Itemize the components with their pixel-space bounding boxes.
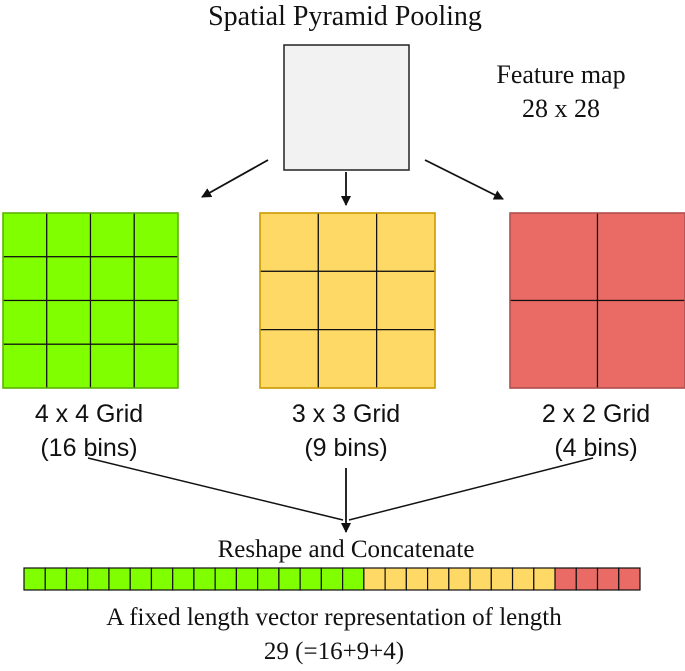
grid-4x4 bbox=[2, 212, 179, 389]
caption-line-1: A fixed length vector representation of … bbox=[106, 604, 562, 631]
vector-cell bbox=[87, 567, 110, 591]
grid-bin bbox=[259, 270, 319, 331]
grid-4x4-bins-label: (16 bins) bbox=[40, 434, 137, 462]
grid-3x3-bins-label: (9 bins) bbox=[304, 434, 387, 462]
vector-cell bbox=[384, 567, 407, 591]
vector-cell bbox=[575, 567, 599, 591]
vector-cell bbox=[108, 567, 131, 591]
grid-bin bbox=[89, 256, 135, 302]
vector-cell bbox=[490, 567, 514, 591]
grid-border bbox=[259, 212, 436, 389]
grid-bin bbox=[89, 343, 135, 389]
vector-cell bbox=[511, 567, 535, 591]
connector-from-grid-4x4 bbox=[87, 457, 344, 521]
concatenate-label: Reshape and Concatenate bbox=[218, 536, 475, 563]
vector-cell bbox=[363, 567, 386, 591]
vector-cell bbox=[129, 567, 153, 591]
grid-bin bbox=[46, 212, 92, 258]
grid-bin bbox=[509, 299, 599, 389]
vector-cell bbox=[596, 567, 620, 591]
grid-bin bbox=[2, 343, 48, 389]
diagram-title: Spatial Pyramid Pooling bbox=[208, 1, 482, 32]
grid-bin bbox=[89, 212, 135, 258]
grid-bin bbox=[46, 256, 92, 302]
vector-cell bbox=[214, 567, 238, 591]
grid-bin bbox=[317, 270, 378, 331]
vector-cell bbox=[172, 567, 195, 591]
grid-border bbox=[509, 212, 685, 389]
vector-cell bbox=[278, 567, 301, 591]
grid-bin bbox=[133, 299, 179, 345]
grid-bin bbox=[89, 299, 135, 345]
grid-bin bbox=[376, 270, 436, 331]
grid-bin bbox=[376, 212, 436, 272]
feature-map-box bbox=[283, 44, 410, 171]
grid-bin bbox=[133, 212, 179, 258]
output-vector bbox=[23, 567, 641, 591]
grid-bin bbox=[317, 212, 378, 272]
grid-bin bbox=[317, 329, 378, 389]
grid-bin bbox=[259, 329, 319, 389]
grid-bin bbox=[46, 299, 92, 345]
vector-cell bbox=[342, 567, 365, 591]
grid-bin bbox=[2, 212, 48, 258]
vector-cell bbox=[44, 567, 68, 591]
grid-bin bbox=[376, 329, 436, 389]
grid-bin bbox=[259, 212, 319, 272]
vector-cell bbox=[150, 567, 174, 591]
connector-from-grid-2x2 bbox=[348, 457, 594, 521]
vector-cell bbox=[405, 567, 429, 591]
grid-bin bbox=[46, 343, 92, 389]
vector-cell bbox=[299, 567, 322, 591]
vector-cell bbox=[426, 567, 450, 591]
vector-cell bbox=[257, 567, 280, 591]
grid-bin bbox=[133, 256, 179, 302]
vector-cell bbox=[235, 567, 259, 591]
vector-cell bbox=[618, 567, 641, 591]
grid-bin bbox=[509, 212, 599, 302]
vector-cell bbox=[23, 567, 46, 591]
grid-3x3-label: 3 x 3 Grid bbox=[292, 400, 400, 428]
vector-cell bbox=[320, 567, 344, 591]
grid-4x4-label: 4 x 4 Grid bbox=[35, 400, 143, 428]
grid-bin bbox=[596, 299, 685, 389]
vector-cell bbox=[554, 567, 577, 591]
caption-line-2: 29 (=16+9+4) bbox=[264, 638, 404, 665]
grid-bin bbox=[2, 256, 48, 302]
grid-border bbox=[2, 212, 179, 389]
grid-2x2-bins-label: (4 bins) bbox=[554, 434, 637, 462]
vector-cell bbox=[65, 567, 89, 591]
grid-bin bbox=[596, 212, 685, 302]
grid-2x2 bbox=[509, 212, 685, 389]
feature-map-label: Feature map bbox=[496, 60, 625, 89]
grid-2x2-label: 2 x 2 Grid bbox=[542, 400, 650, 428]
vector-cell bbox=[448, 567, 471, 591]
grid-bin bbox=[2, 299, 48, 345]
vector-cell bbox=[469, 567, 492, 591]
grid-3x3 bbox=[259, 212, 436, 389]
vector-cell bbox=[193, 567, 216, 591]
grid-bin bbox=[133, 343, 179, 389]
feature-map-size-label: 28 x 28 bbox=[522, 94, 600, 123]
arrow-to-grid-4x4 bbox=[201, 159, 269, 198]
arrow-to-grid-2x2 bbox=[424, 159, 504, 200]
vector-cell bbox=[533, 567, 556, 591]
